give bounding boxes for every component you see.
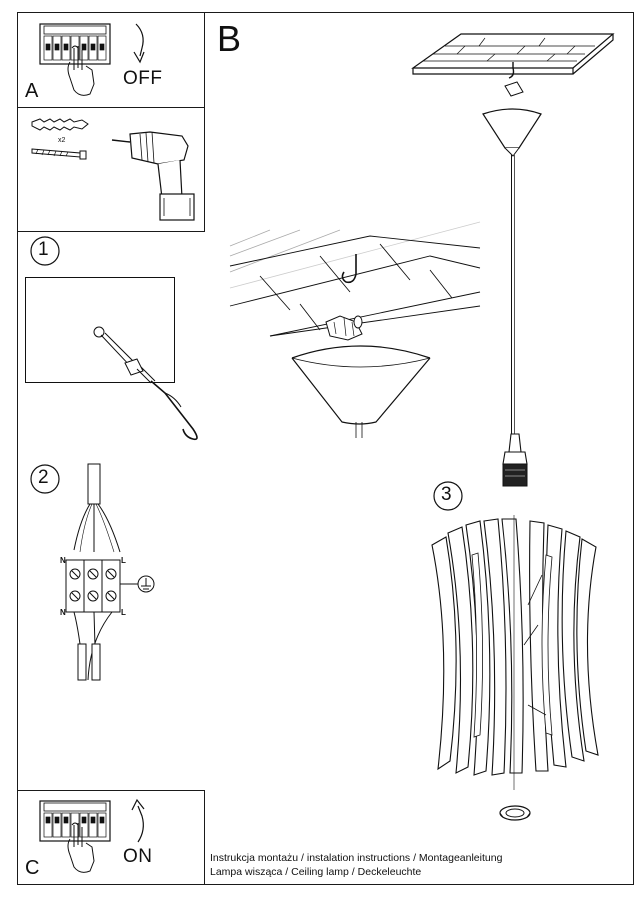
panel-a-action: OFF	[123, 68, 163, 89]
wiring-label-n-bottom: N	[60, 608, 66, 617]
fuse-box-on-illustration	[39, 800, 111, 873]
hook-installation-illustration	[93, 326, 198, 441]
bottom-ring-illustration	[499, 805, 531, 821]
hook-detail-inset	[229, 221, 481, 438]
suspension-cable	[511, 155, 513, 435]
drill-icon	[111, 131, 195, 221]
wiring-label-l-top: L	[121, 556, 126, 565]
footer-line-2: Lampa wisząca / Ceiling lamp / Deckeleuc…	[210, 866, 422, 878]
screw-icon	[31, 148, 87, 160]
divider-a-tools	[17, 107, 205, 109]
suspension-cable-inner	[514, 155, 515, 435]
divider-tools-steps	[17, 231, 205, 233]
step-1-badge	[30, 236, 60, 266]
lamp-shade-illustration	[431, 515, 599, 790]
step-3-badge	[433, 481, 463, 511]
panel-c-letter: C	[25, 857, 40, 879]
wiring-label-n-top: N	[60, 556, 66, 565]
step-2-badge	[30, 464, 60, 494]
dowel-count: x2	[58, 137, 66, 144]
divider-steps-c	[17, 790, 205, 792]
left-column-divider	[204, 12, 206, 232]
footer-line-1: Instrukcja montażu / instalation instruc…	[210, 852, 503, 864]
wall-dowel-icon	[31, 118, 89, 131]
lamp-socket-illustration	[502, 433, 528, 487]
panel-c-action: ON	[123, 846, 153, 867]
fuse-box-off-illustration	[39, 23, 111, 96]
step-3-number: 3	[441, 484, 452, 505]
ceiling-plate-illustration	[411, 33, 615, 157]
wiring-label-l-bottom: L	[121, 608, 126, 617]
instruction-sheet	[17, 12, 634, 885]
panel-b-letter: B	[217, 18, 242, 59]
step-2-number: 2	[38, 467, 49, 488]
arrow-up-icon	[131, 798, 145, 843]
left-column-divider-bottom	[204, 790, 206, 885]
panel-a-letter: A	[25, 80, 39, 102]
wiring-terminal-diagram	[65, 463, 155, 681]
step-1-number: 1	[38, 239, 49, 260]
arrow-down-icon	[133, 23, 145, 64]
